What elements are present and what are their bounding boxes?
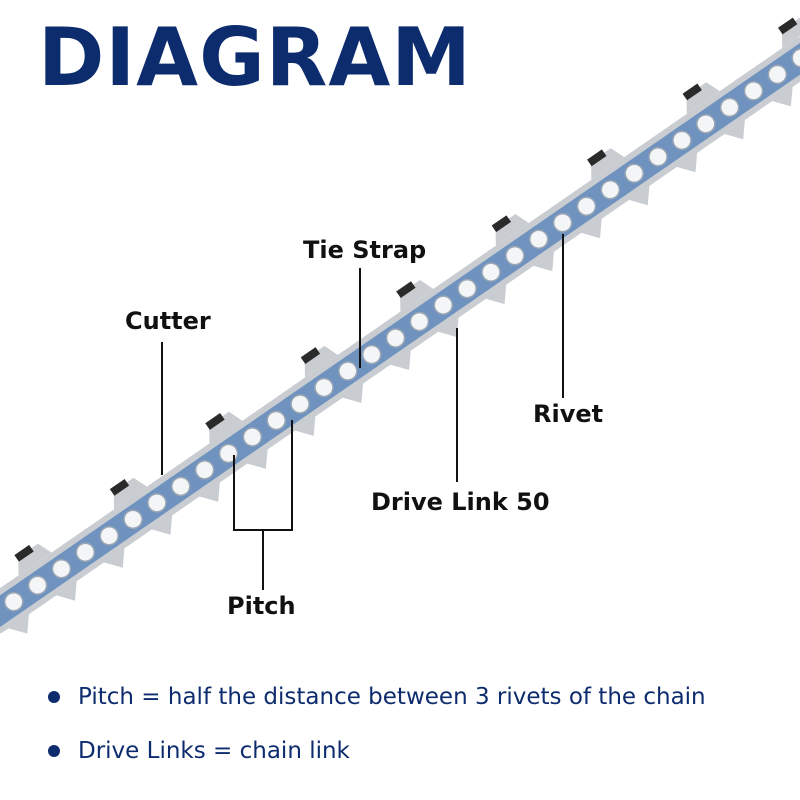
label-tie-strap-group: Tie Strap <box>303 236 426 368</box>
drive-link-tooth <box>149 512 173 535</box>
drive-link-tooth <box>578 216 602 239</box>
cutter-edge <box>300 347 321 364</box>
chain-body <box>0 16 800 635</box>
rivet <box>99 526 119 546</box>
rivet <box>576 196 597 216</box>
rivet <box>528 229 549 249</box>
note-pitch-text: Pitch = half the distance between 3 rive… <box>78 684 706 710</box>
drive-link-tooth <box>292 413 316 436</box>
label-drive-link: Drive Link 50 <box>371 488 550 516</box>
drive-link-tooth <box>722 117 746 140</box>
cutter-edge <box>682 83 702 101</box>
drive-link-tooth <box>340 381 364 403</box>
bullet-dot <box>48 691 60 703</box>
cutter-edge <box>778 17 798 35</box>
cutter-edge <box>587 149 607 167</box>
cutter-edge <box>396 281 416 299</box>
rivet <box>791 48 800 68</box>
cutter-edge <box>109 478 130 496</box>
rivet <box>338 361 358 381</box>
rivet <box>27 575 48 595</box>
bullet-dot <box>48 745 60 757</box>
label-cutter: Cutter <box>125 307 211 335</box>
rivet <box>266 410 286 431</box>
rivet <box>3 591 24 612</box>
rivet <box>147 493 167 513</box>
diagram-title: DIAGRAM <box>38 11 472 104</box>
rivet <box>194 460 215 480</box>
drive-link-tooth <box>674 150 698 173</box>
rivet <box>719 97 740 118</box>
cutter-edge <box>205 413 225 430</box>
note-pitch: Pitch = half the distance between 3 rive… <box>48 670 706 724</box>
rivet <box>409 311 430 332</box>
rivet <box>672 130 692 151</box>
drive-link-tooth <box>53 578 77 601</box>
label-pitch-group: Pitch <box>227 420 296 620</box>
drive-link-tooth <box>626 183 650 206</box>
chain-diagram: Tie Strap Cutter Rivet Drive Link 50 Pit… <box>0 16 800 635</box>
rivet <box>75 542 96 563</box>
drive-link-tooth <box>6 611 30 634</box>
rivet <box>433 295 454 315</box>
drive-link-tooth <box>244 446 268 469</box>
drive-link-tooth <box>531 249 555 272</box>
rivet <box>242 427 263 447</box>
cutter-edge <box>491 215 512 233</box>
drive-link-tooth <box>483 282 507 305</box>
drive-link-tooth <box>101 545 125 568</box>
rivet <box>51 558 72 579</box>
rivet <box>171 476 191 497</box>
rivet <box>743 81 764 101</box>
drive-link-tooth <box>387 348 411 371</box>
notes-list: Pitch = half the distance between 3 rive… <box>48 670 706 778</box>
cutter-edge <box>14 544 34 562</box>
note-drive-links: Drive Links = chain link <box>48 724 706 778</box>
label-tie-strap: Tie Strap <box>303 236 426 264</box>
rivet <box>123 509 143 530</box>
rivet <box>648 147 668 167</box>
rivet <box>552 212 573 233</box>
rivet <box>481 262 501 282</box>
rivet <box>624 163 644 184</box>
label-pitch: Pitch <box>227 592 296 620</box>
rivet <box>505 245 525 266</box>
rivet <box>290 394 310 414</box>
rivet <box>385 328 406 348</box>
drive-link-tooth <box>197 479 221 502</box>
label-cutter-group: Cutter <box>125 307 211 475</box>
drive-link-tooth <box>435 315 459 338</box>
rivet <box>314 377 334 398</box>
note-drive-links-text: Drive Links = chain link <box>78 738 350 764</box>
label-rivet: Rivet <box>533 400 603 428</box>
label-drive-link-group: Drive Link 50 <box>371 328 550 516</box>
rivet <box>600 180 621 200</box>
saw-chain <box>0 16 800 635</box>
label-rivet-group: Rivet <box>533 234 603 428</box>
rivet <box>767 64 788 85</box>
drive-link-tooth <box>769 84 793 107</box>
rivet <box>696 114 716 134</box>
rivet <box>457 278 477 299</box>
rivet <box>361 344 382 365</box>
